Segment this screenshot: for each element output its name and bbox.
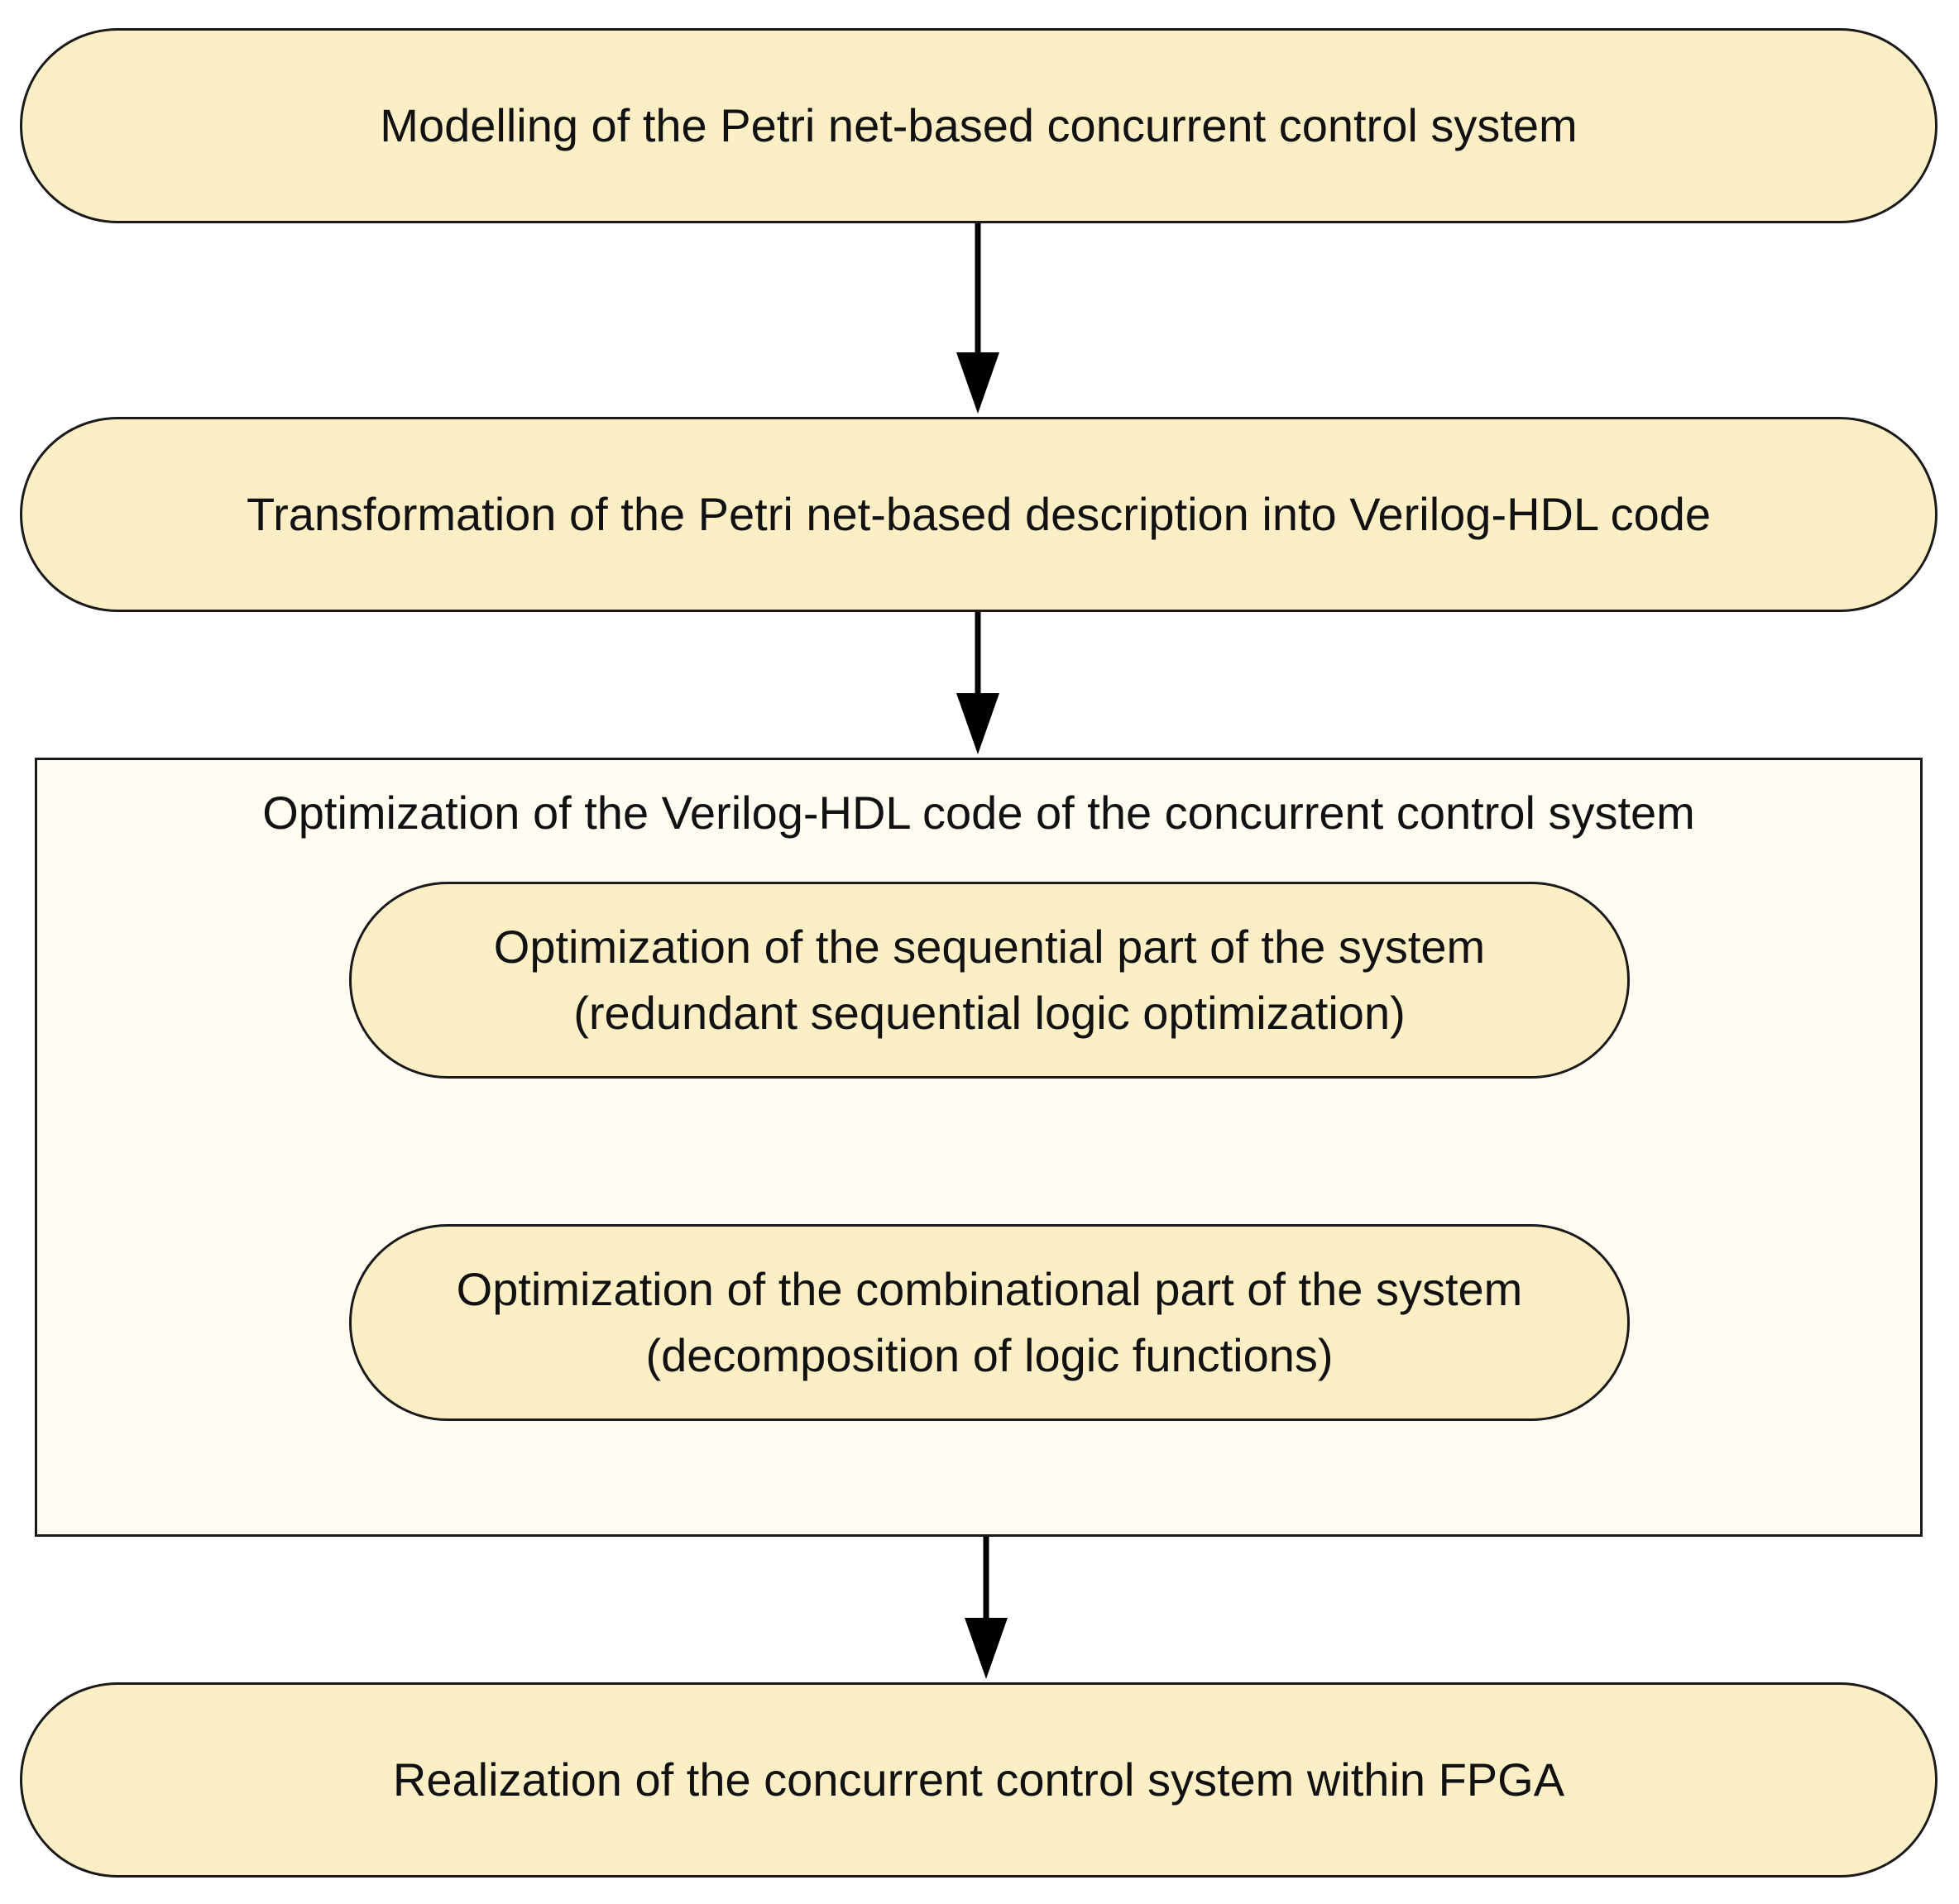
- arrow-step2-to-group: [956, 612, 999, 754]
- arrow-group-to-step4: [965, 1537, 1008, 1679]
- substep-sequential-optimization: Optimization of the sequential part of t…: [349, 882, 1630, 1079]
- step-realization-label: Realization of the concurrent control sy…: [392, 1753, 1565, 1806]
- step-modelling: Modelling of the Petri net-based concurr…: [20, 28, 1937, 223]
- substep-combinational-label: Optimization of the combinational part o…: [456, 1263, 1523, 1315]
- optimization-group-title: Optimization of the Verilog-HDL code of …: [262, 787, 1695, 839]
- step-realization: Realization of the concurrent control sy…: [20, 1682, 1937, 1878]
- step-transformation-label: Transformation of the Petri net-based de…: [246, 488, 1712, 540]
- substep-sequential-detail: (redundant sequential logic optimization…: [573, 987, 1406, 1039]
- substep-sequential-label: Optimization of the sequential part of t…: [493, 921, 1486, 973]
- step-transformation: Transformation of the Petri net-based de…: [20, 417, 1937, 612]
- step-modelling-label: Modelling of the Petri net-based concurr…: [380, 99, 1578, 151]
- arrow-step1-to-step2: [956, 223, 999, 414]
- substep-combinational-optimization: Optimization of the combinational part o…: [349, 1224, 1630, 1421]
- substep-combinational-detail: (decomposition of logic functions): [645, 1329, 1334, 1381]
